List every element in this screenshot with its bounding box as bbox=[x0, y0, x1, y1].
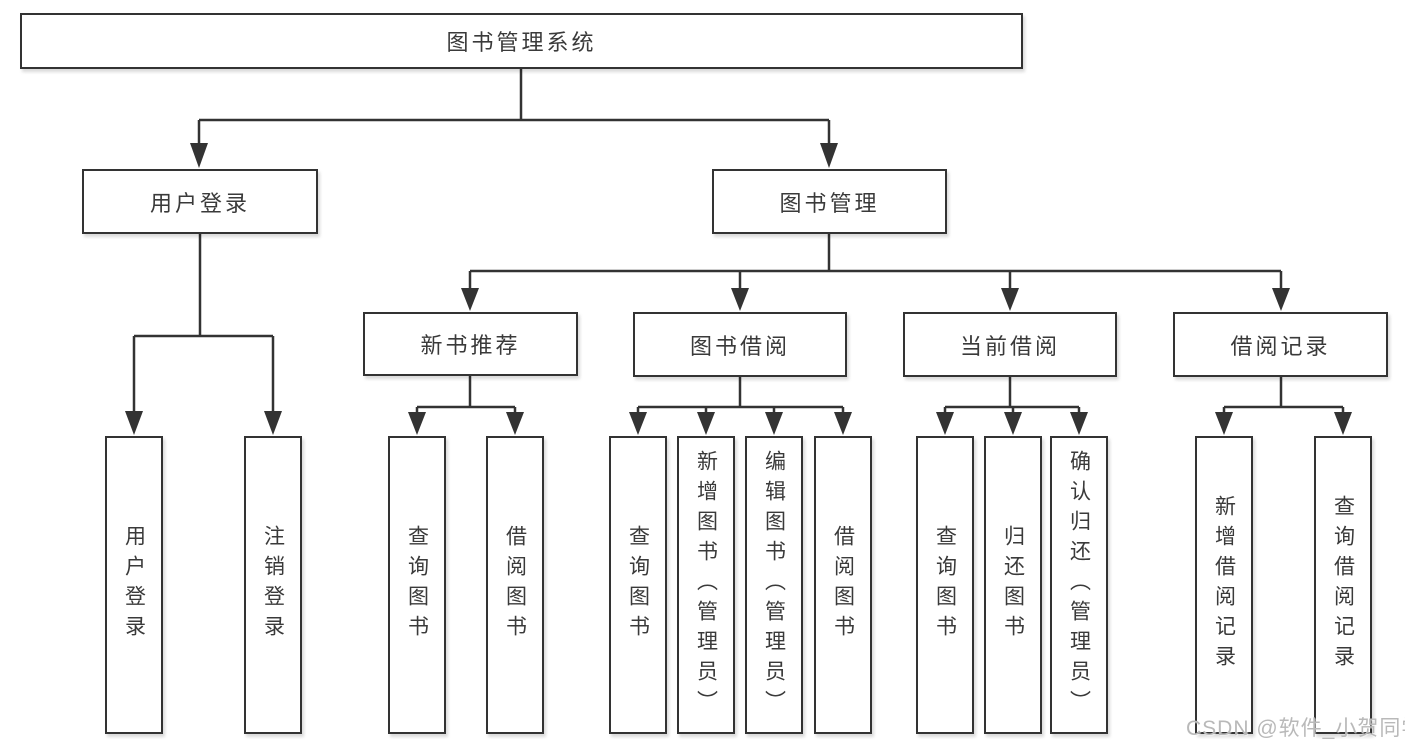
leaf-query-books-current: 查询图书 bbox=[916, 436, 974, 734]
leaf-borrow-books-borrowing: 借阅图书 bbox=[814, 436, 872, 734]
node-book-borrowing: 图书借阅 bbox=[633, 312, 847, 377]
leaf-add-borrow-record: 新增借阅记录 bbox=[1195, 436, 1253, 734]
node-current-borrowing: 当前借阅 bbox=[903, 312, 1117, 377]
leaf-query-books-recommend: 查询图书 bbox=[388, 436, 446, 734]
node-system-root-label: 图书管理系统 bbox=[446, 30, 597, 55]
leaf-borrow-books-recommend: 借阅图书 bbox=[486, 436, 544, 734]
leaf-add-borrow-record-label: 新增借阅记录 bbox=[1212, 495, 1236, 675]
leaf-query-books-current-label: 查询图书 bbox=[933, 525, 957, 645]
node-book-management-module: 图书管理 bbox=[712, 169, 947, 234]
leaf-return-books-label: 归还图书 bbox=[1001, 525, 1025, 645]
node-system-root: 图书管理系统 bbox=[20, 13, 1023, 69]
leaf-borrow-books-borrowing-label: 借阅图书 bbox=[831, 525, 855, 645]
leaf-user-login-label: 用户登录 bbox=[122, 525, 146, 645]
leaf-confirm-return-admin: 确认归还（管理员） bbox=[1050, 436, 1108, 734]
leaf-query-books-recommend-label: 查询图书 bbox=[405, 525, 429, 645]
node-user-login-module-label: 用户登录 bbox=[149, 190, 250, 216]
leaf-add-book-admin: 新增图书（管理员） bbox=[677, 436, 735, 734]
leaf-edit-book-admin-label: 编辑图书（管理员） bbox=[762, 450, 786, 720]
node-user-login-module: 用户登录 bbox=[82, 169, 318, 234]
node-book-management-module-label: 图书管理 bbox=[779, 190, 880, 216]
leaf-confirm-return-admin-label: 确认归还（管理员） bbox=[1067, 450, 1091, 720]
leaf-query-borrow-record-label: 查询借阅记录 bbox=[1331, 495, 1355, 675]
leaf-return-books: 归还图书 bbox=[984, 436, 1042, 734]
node-new-book-recommendation: 新书推荐 bbox=[363, 312, 578, 376]
leaf-borrow-books-recommend-label: 借阅图书 bbox=[503, 525, 527, 645]
leaf-logout-label: 注销登录 bbox=[261, 525, 285, 645]
leaf-user-login: 用户登录 bbox=[105, 436, 163, 734]
leaf-query-borrow-record: 查询借阅记录 bbox=[1314, 436, 1372, 734]
node-borrowing-records: 借阅记录 bbox=[1173, 312, 1388, 377]
leaf-add-book-admin-label: 新增图书（管理员） bbox=[694, 450, 718, 720]
node-book-borrowing-label: 图书借阅 bbox=[689, 333, 790, 359]
node-borrowing-records-label: 借阅记录 bbox=[1230, 333, 1331, 359]
leaf-query-books-borrowing-label: 查询图书 bbox=[626, 525, 650, 645]
leaf-logout: 注销登录 bbox=[244, 436, 302, 734]
leaf-query-books-borrowing: 查询图书 bbox=[609, 436, 667, 734]
node-new-book-recommendation-label: 新书推荐 bbox=[420, 333, 521, 358]
node-current-borrowing-label: 当前借阅 bbox=[959, 333, 1060, 359]
watermark: CSDN @软件_小贺同学 bbox=[1186, 717, 1405, 740]
leaf-edit-book-admin: 编辑图书（管理员） bbox=[745, 436, 803, 734]
